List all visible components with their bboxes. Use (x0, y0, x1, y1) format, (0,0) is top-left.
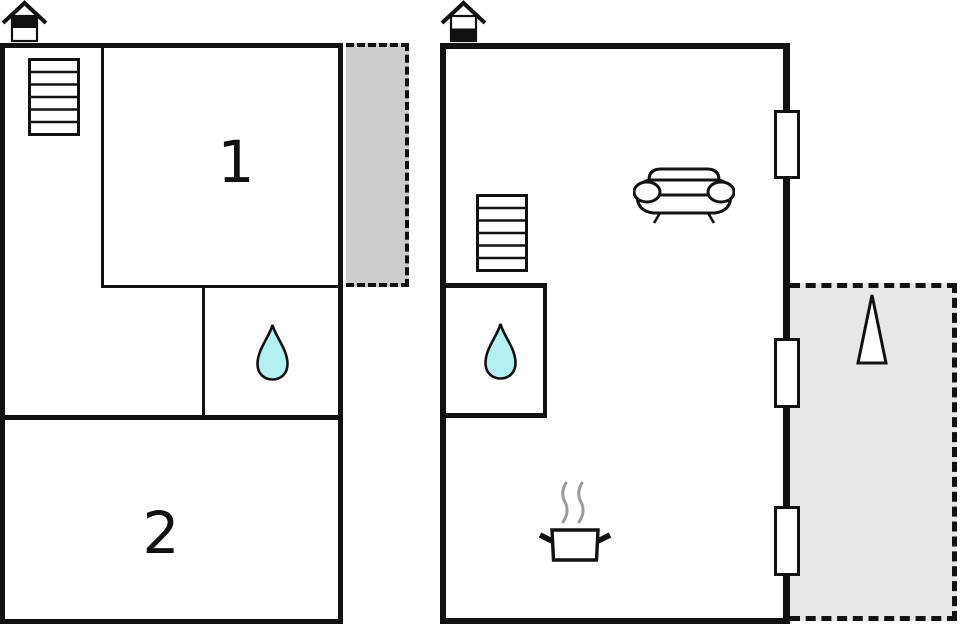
room-1-label: 1 (217, 128, 255, 196)
covered-annex-area (346, 43, 409, 287)
water-drop-icon (256, 324, 289, 381)
tree-icon (856, 294, 888, 365)
sofa-icon (633, 167, 735, 224)
cooking-pot-icon (538, 481, 612, 562)
bathroom-ground (446, 283, 547, 418)
chimney-icon (1, 0, 48, 43)
window-marker (774, 506, 800, 576)
window-marker (774, 338, 800, 408)
room-1 (101, 48, 338, 288)
water-drop-icon (484, 323, 517, 380)
staircase-icon (28, 58, 80, 136)
dividing-wall (0, 415, 343, 420)
window-marker (774, 110, 800, 179)
bathroom-upper (202, 288, 338, 415)
room-2-label: 2 (142, 499, 180, 567)
staircase-icon (476, 194, 528, 272)
chimney-icon (440, 0, 487, 43)
upper-floor-plan (0, 43, 343, 624)
